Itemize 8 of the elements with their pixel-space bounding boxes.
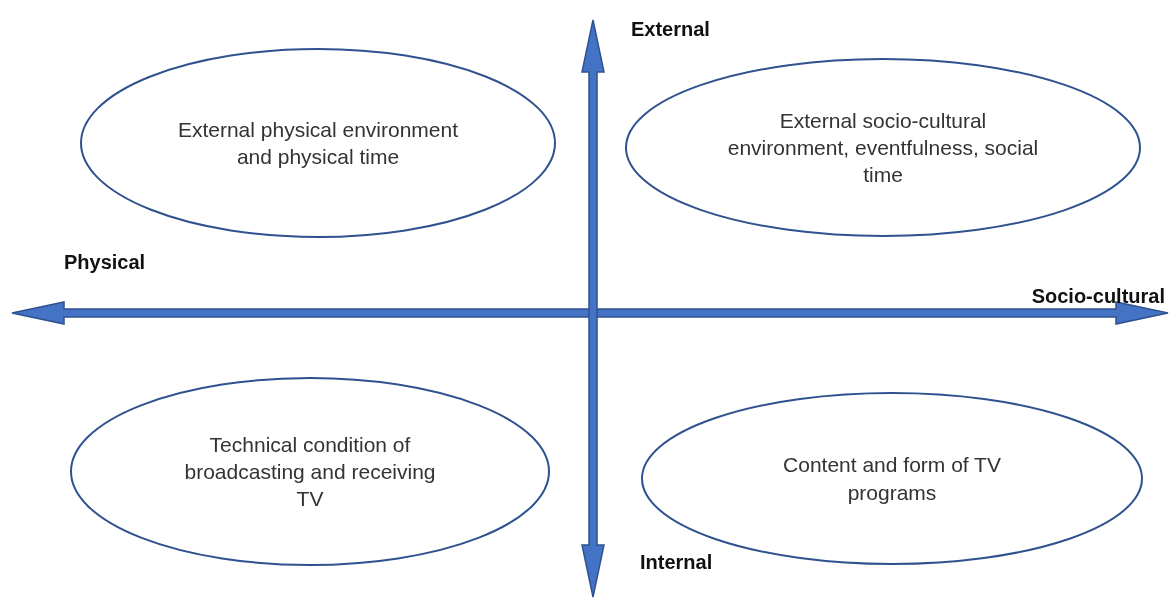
axis-label: External [631, 18, 710, 41]
axis-label: Socio-cultural [1031, 285, 1165, 308]
node-text: Content and form of TV programs [782, 452, 1002, 506]
axis-label: Internal [640, 551, 713, 574]
axis-label: Physical [64, 251, 146, 274]
node-text: External socio-cultural environment, eventfulness, social time [726, 107, 1040, 189]
node-text: Technical condition of broadcasting and receiving TV [183, 431, 437, 513]
node-text: External physical environment and physical time [176, 116, 460, 170]
